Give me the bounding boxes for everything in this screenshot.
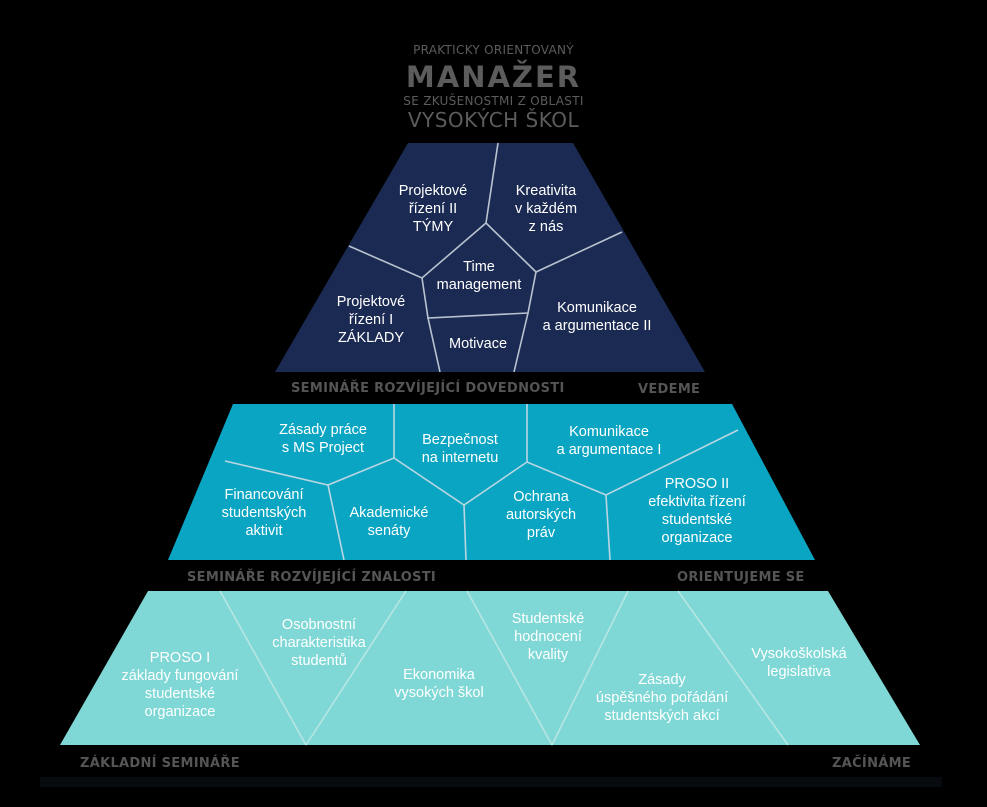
top-tier-right-label: VEDEME [638, 382, 701, 397]
middle-tier-left-label: SEMINÁŘE ROZVÍJEJÍCÍ ZNALOSTI [187, 570, 437, 585]
cell-projektove-rizeni-i: Projektové řízení I ZÁKLADY [336, 294, 406, 346]
bottom-tier [60, 590, 920, 746]
cell-motivace: Motivace [448, 336, 508, 352]
cell-proso-ii: PROSO II efektivita řízení studentské or… [648, 476, 746, 546]
top-tier [275, 142, 705, 373]
cell-financovani: Financování studentských aktivit [221, 487, 307, 539]
cell-projektove-rizeni-ii: Projektové řízení II TÝMY [398, 183, 468, 235]
title-line-1: PRAKTICKY ORIENTOVANÝ [413, 43, 574, 57]
middle-tier-background [168, 404, 815, 560]
cell-kreativita: Kreativita v každém z nás [514, 183, 578, 235]
top-tier-left-label: SEMINÁŘE ROZVÍJEJÍCÍ DOVEDNOSTI [291, 381, 565, 396]
title-main: MANAŽER [405, 60, 582, 94]
cell-akademicke-senaty: Akademické senáty [349, 505, 429, 539]
title-line-3: SE ZKUŠENOSTMI Z OBLASTI [403, 94, 584, 108]
cell-bezpecnost: Bezpečnost na internetu [421, 432, 499, 466]
top-tier-background [275, 143, 705, 372]
bottom-tier-right-label: ZAČÍNÁME [832, 756, 912, 771]
cell-hodnoceni: Studentské hodnocení kvality [511, 611, 585, 663]
title-line-4: VYSOKÝCH ŠKOL [407, 108, 580, 132]
cell-time-management: Time management [436, 259, 522, 293]
cell-legislativa: Vysokoškolská legislativa [751, 646, 847, 680]
cell-proso-i: PROSO I základy fungování studentské org… [121, 650, 239, 720]
cell-komunikace-ii: Komunikace a argumentace II [542, 300, 652, 334]
bottom-tier-left-label: ZÁKLADNÍ SEMINÁŘE [80, 756, 240, 771]
cell-komunikace-i: Komunikace a argumentace I [556, 424, 662, 458]
cell-osobnostni: Osobnostní charakteristika studentů [272, 617, 366, 669]
middle-tier [168, 404, 815, 561]
cell-ochrana: Ochrana autorských práv [505, 489, 577, 541]
cell-zasady-akci: Zásady úspěšného pořádání studentských a… [595, 672, 729, 724]
cell-ms-project: Zásady práce s MS Project [279, 422, 367, 456]
footer-bar [40, 777, 942, 787]
middle-tier-right-label: ORIENTUJEME SE [677, 570, 805, 585]
cell-ekonomika: Ekonomika vysokých škol [394, 667, 484, 701]
